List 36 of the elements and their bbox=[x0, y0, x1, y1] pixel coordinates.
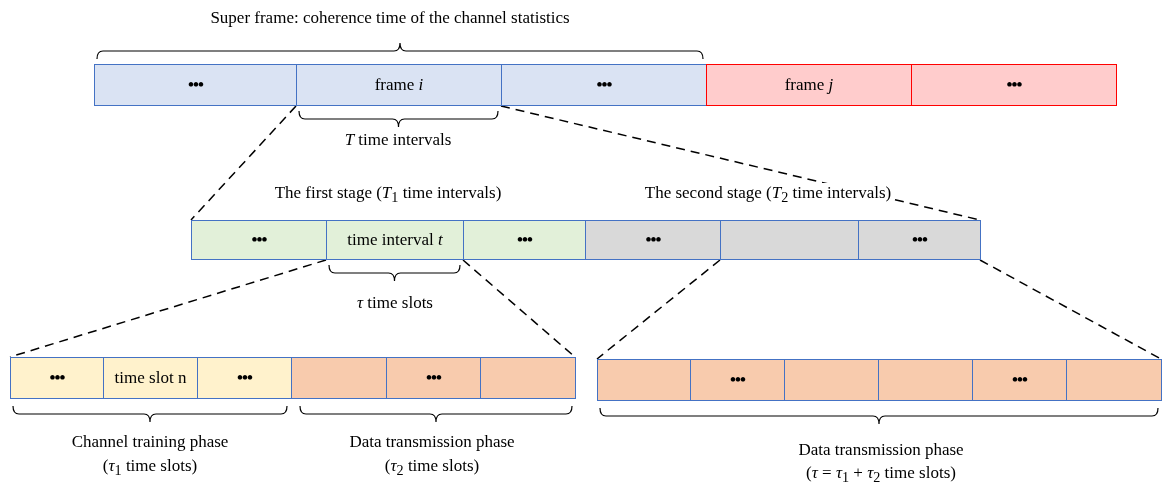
zoom-line bbox=[190, 105, 297, 221]
frame-cell bbox=[94, 64, 297, 106]
frame-cell bbox=[972, 359, 1067, 401]
frame-cell bbox=[386, 357, 481, 399]
annotation-text: (τ = τ$_{1}$ + τ$_{2}$ time slots) bbox=[803, 463, 959, 483]
cell-label: ••• bbox=[1006, 75, 1022, 95]
cell-label: ••• bbox=[730, 370, 745, 390]
frame-cell bbox=[463, 220, 586, 260]
frame-cell bbox=[501, 64, 707, 106]
cell-label: ••• bbox=[237, 368, 252, 388]
frame-cell bbox=[858, 220, 981, 260]
cell-label: ••• bbox=[251, 230, 267, 250]
cell-label: ••• bbox=[596, 75, 612, 95]
cell-label: frame i bbox=[374, 75, 424, 95]
frame-cell bbox=[197, 357, 292, 399]
frame-cell bbox=[191, 220, 327, 260]
frame-cell bbox=[103, 357, 198, 399]
cell-label: ••• bbox=[912, 230, 927, 250]
cell-label: ••• bbox=[1012, 370, 1027, 390]
cell-label: ••• bbox=[426, 368, 441, 388]
frame-cell bbox=[690, 359, 785, 401]
frame-cell bbox=[585, 220, 721, 260]
frame-cell bbox=[10, 357, 104, 399]
frame-cell bbox=[706, 64, 912, 106]
frame-cell bbox=[296, 64, 502, 106]
zoom-line bbox=[596, 259, 721, 360]
zoom-line bbox=[979, 259, 1162, 360]
cell-label: ••• bbox=[49, 368, 65, 388]
cell-label: ••• bbox=[645, 230, 661, 250]
cell-label: ••• bbox=[188, 75, 203, 95]
frame-cell bbox=[326, 220, 464, 260]
frame-cell bbox=[911, 64, 1117, 106]
cell-label: ••• bbox=[517, 230, 532, 250]
cell-label: time slot n bbox=[114, 368, 187, 388]
cell-label: frame j bbox=[784, 75, 834, 95]
cell-label: time interval t bbox=[347, 230, 443, 250]
